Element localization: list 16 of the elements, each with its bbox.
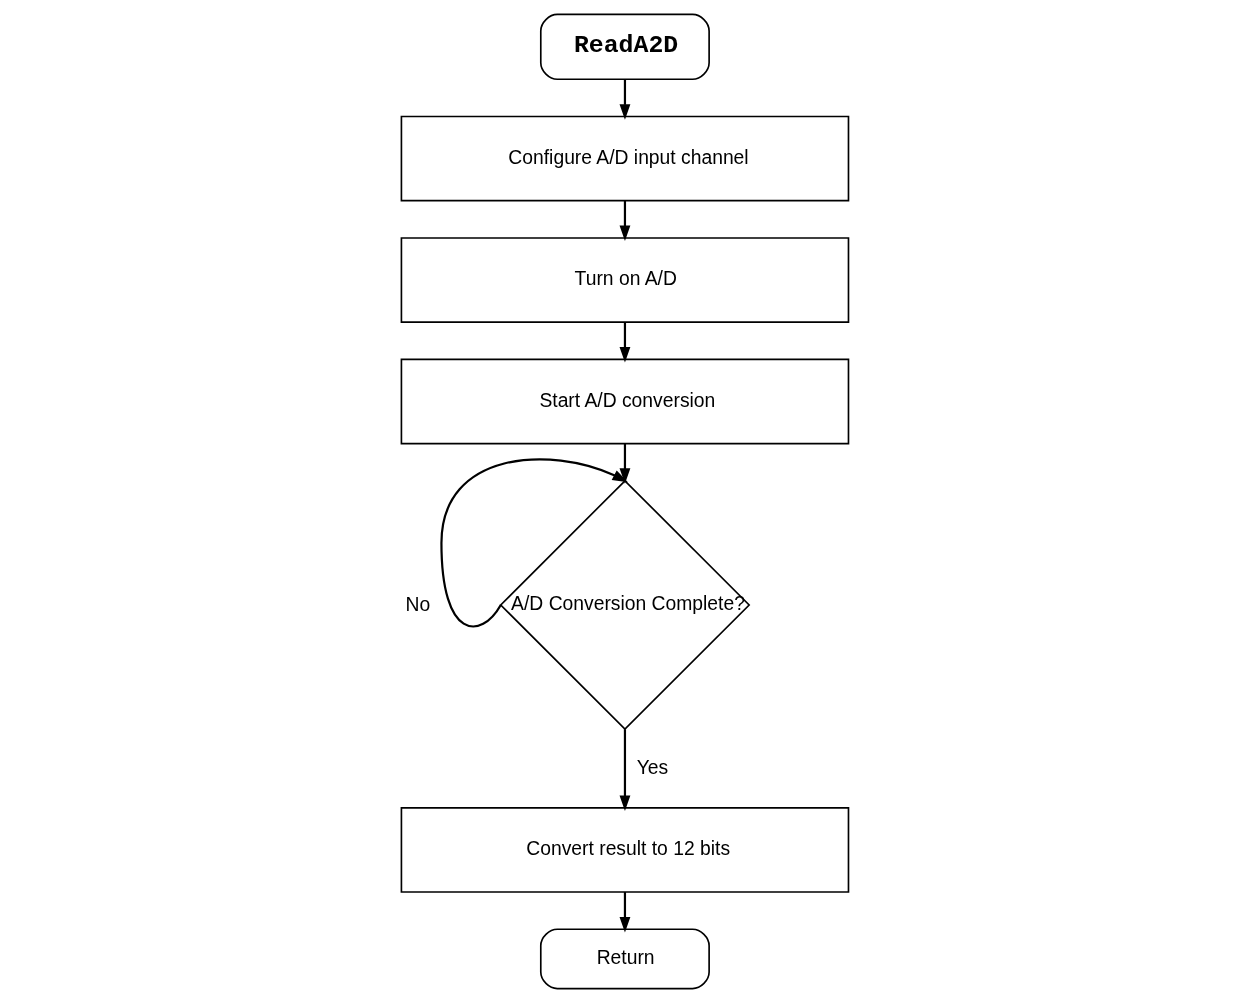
node-box: Turn on A/D [400, 237, 850, 323]
node-box: ReadA2D [539, 13, 710, 81]
node-box: Return [539, 928, 710, 990]
arrow [440, 458, 628, 628]
node-box: Start A/D conversion [400, 358, 850, 445]
arrow [619, 443, 631, 484]
node-box: Convert result to 12 bits [400, 807, 850, 893]
arrow [619, 729, 631, 811]
node-diamond: A/D Conversion Complete? [499, 479, 751, 731]
edge-label: No [405, 593, 431, 615]
arrow [619, 79, 631, 120]
arrow [619, 200, 631, 242]
arrow [619, 892, 631, 933]
node-box: Configure A/D input channel [400, 115, 850, 202]
arrow [619, 322, 631, 363]
edge-label: Yes [636, 757, 669, 779]
